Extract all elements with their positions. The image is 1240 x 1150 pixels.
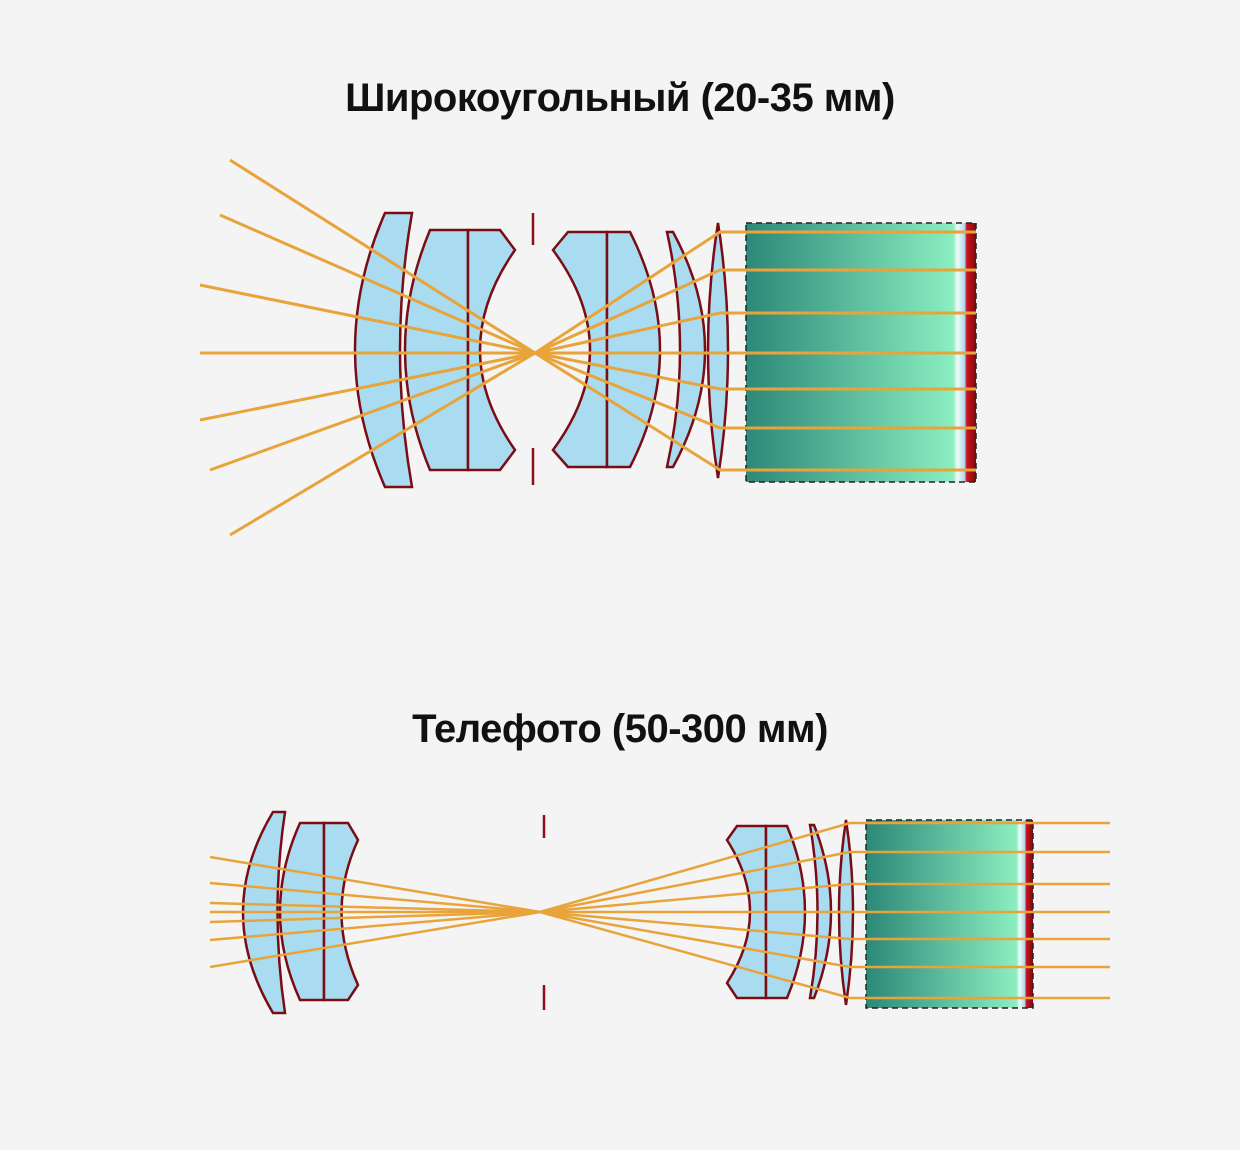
lens-doublet-back bbox=[466, 228, 517, 472]
lens-thin-meniscus bbox=[665, 230, 707, 469]
lens-biconvex bbox=[706, 222, 730, 479]
lens-rear-doublet-back bbox=[605, 230, 662, 469]
light-rays bbox=[199, 158, 976, 537]
telephoto-title: Телефото (50-300 мм) bbox=[412, 707, 828, 751]
sensor bbox=[865, 819, 1034, 1009]
lens-doublet-front bbox=[403, 228, 470, 472]
wide-angle-diagram bbox=[199, 158, 977, 537]
lens-rear-doublet-front bbox=[551, 230, 609, 469]
wide-angle-title: Широкоугольный (20-35 мм) bbox=[345, 76, 895, 120]
telephoto-diagram bbox=[209, 810, 1110, 1015]
light-rays bbox=[209, 821, 1110, 1000]
lens-front-meniscus bbox=[353, 211, 414, 489]
